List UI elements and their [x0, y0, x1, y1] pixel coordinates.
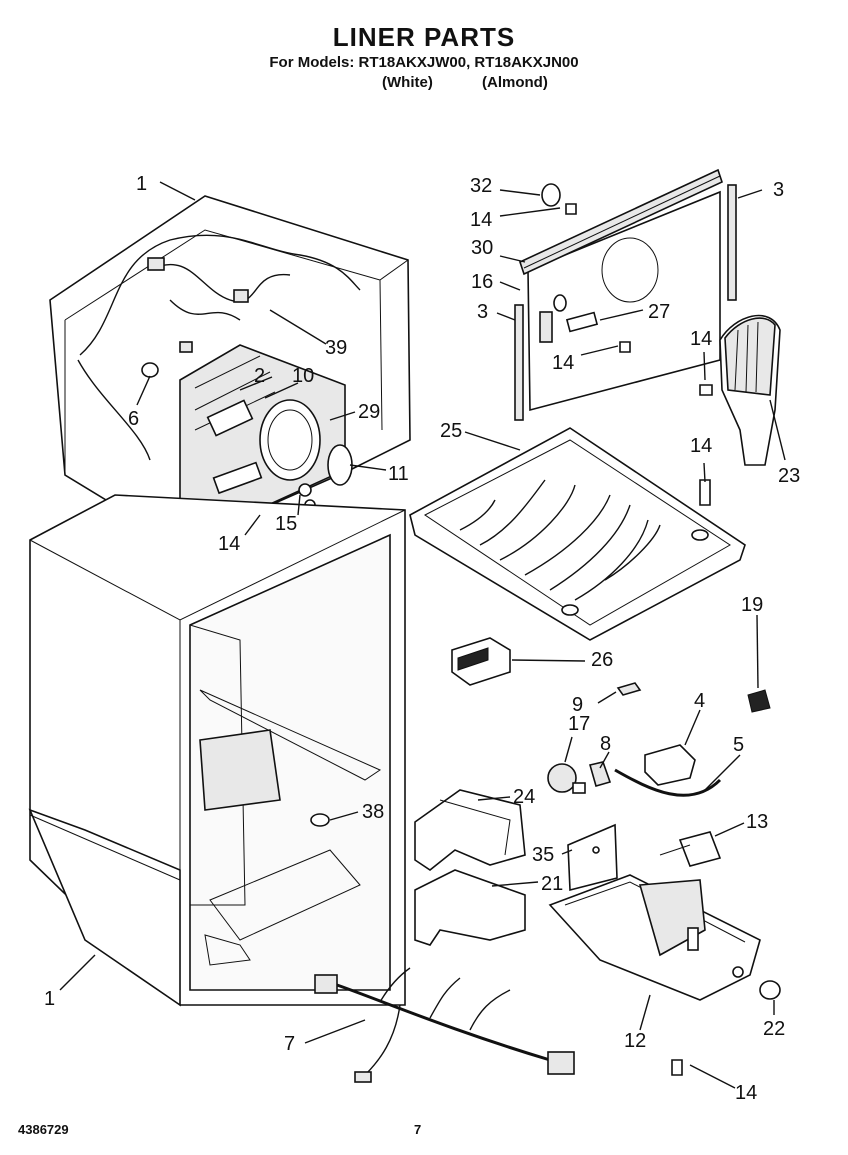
page-title: LINER PARTS — [332, 22, 516, 52]
callout-9: 9 — [572, 694, 583, 716]
page-number: 7 — [414, 1122, 422, 1137]
callout-6: 6 — [128, 408, 139, 430]
callout-16: 16 — [471, 271, 493, 293]
callout-14-housing: 14 — [735, 1082, 757, 1104]
crisper-cover-upper — [414, 789, 526, 871]
callout-19: 19 — [741, 594, 763, 616]
callout-22: 22 — [763, 1018, 785, 1040]
shelf-cover — [409, 427, 746, 641]
grommet — [671, 1059, 683, 1076]
callout-12: 12 — [624, 1030, 646, 1052]
callout-26: 26 — [591, 649, 613, 671]
callout-3-left: 3 — [477, 301, 488, 323]
freezer-liner — [49, 195, 411, 547]
callout-32: 32 — [470, 175, 492, 197]
callout-11: 11 — [388, 463, 409, 485]
models-line: For Models: RT18AKXJW00, RT18AKXJN00 — [269, 54, 579, 71]
light-socket — [588, 761, 612, 787]
callout-27: 27 — [648, 301, 670, 323]
leader-lines — [59, 181, 786, 1089]
callout-14-cover: 14 — [690, 435, 712, 457]
callout-30: 30 — [471, 237, 493, 259]
callout-4: 4 — [694, 690, 705, 712]
refrigerator-liner — [28, 494, 406, 1007]
callout-38: 38 — [362, 801, 384, 823]
callout-3-right: 3 — [773, 179, 784, 201]
callout-7: 7 — [284, 1033, 295, 1055]
light-socket-clip — [747, 689, 771, 713]
callout-21: 21 — [541, 873, 563, 895]
callout-2: 2 — [254, 365, 265, 387]
callout-14-duct: 14 — [690, 328, 712, 350]
callout-29: 29 — [358, 401, 380, 423]
freezer-rear-panel — [514, 168, 737, 421]
control-housing — [548, 874, 761, 1001]
variant-almond: (Almond) — [482, 74, 548, 91]
callout-5: 5 — [733, 734, 744, 756]
callout-labels: 1 1 2 3 3 4 5 6 7 8 9 10 11 12 13 14 14 … — [44, 173, 800, 1104]
callout-10: 10 — [292, 365, 314, 387]
light-switch — [659, 831, 722, 867]
control-knob — [759, 980, 781, 1000]
callout-8: 8 — [600, 733, 611, 755]
callout-1-freezer: 1 — [136, 173, 147, 195]
document-number: 4386729 — [18, 1122, 69, 1137]
callout-39: 39 — [325, 337, 347, 359]
small-clip — [616, 682, 642, 696]
air-duct — [699, 314, 781, 466]
callout-14-panel-top: 14 — [470, 209, 492, 231]
callout-24: 24 — [513, 786, 535, 808]
capillary-tube — [614, 768, 722, 797]
wiring-harness — [314, 967, 575, 1083]
variant-white: (White) — [382, 74, 433, 91]
callout-23: 23 — [778, 465, 800, 487]
callout-17: 17 — [568, 713, 590, 735]
crisper-cover-lower — [414, 869, 526, 946]
insulation-pad — [567, 823, 618, 892]
callout-14-panel-bottom: 14 — [552, 352, 574, 374]
callout-1-refrigerator: 1 — [44, 988, 55, 1010]
callout-13: 13 — [746, 811, 768, 833]
callout-15: 15 — [275, 513, 297, 535]
light-bulb — [547, 763, 586, 794]
callout-25: 25 — [440, 420, 462, 442]
control-knob-housing — [451, 637, 511, 686]
thermostat — [644, 744, 696, 786]
callout-35: 35 — [532, 844, 554, 866]
callout-14-freezer: 14 — [218, 533, 240, 555]
